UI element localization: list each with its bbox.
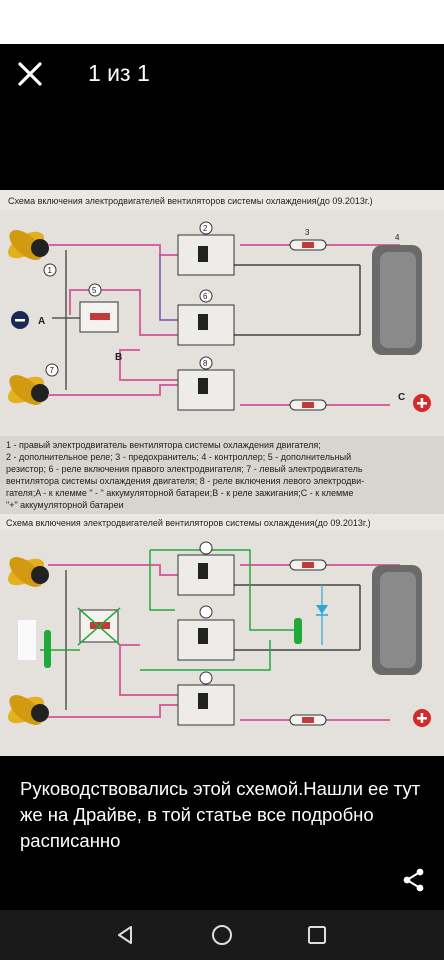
svg-text:3: 3 bbox=[305, 228, 310, 237]
svg-text:5: 5 bbox=[92, 286, 97, 295]
relay-8: 8 bbox=[177, 356, 235, 411]
svg-text:1 - правый электродвигатель ве: 1 - правый электродвигатель вентилятора … bbox=[6, 440, 321, 450]
label-c: C bbox=[398, 392, 405, 403]
system-navigation-bar bbox=[0, 910, 444, 960]
home-circle-icon[interactable] bbox=[210, 923, 234, 947]
fuse-3-top: 3 bbox=[289, 228, 327, 251]
relay-2: 2 bbox=[177, 221, 235, 276]
svg-text:резистор; 6 - реле включения п: резистор; 6 - реле включения правого эле… bbox=[6, 464, 363, 474]
svg-text:4: 4 bbox=[395, 233, 400, 242]
diagram-legend: 1 - правый электродвигатель вентилятора … bbox=[6, 440, 364, 510]
share-icon[interactable] bbox=[400, 866, 428, 894]
svg-text:гателя;A - к клемме " - " акку: гателя;A - к клемме " - " аккумуляторной… bbox=[6, 488, 353, 498]
diagram-title-top: Схема включения электродвигателей вентил… bbox=[8, 196, 373, 206]
close-icon[interactable] bbox=[14, 58, 46, 90]
svg-text:8: 8 bbox=[203, 359, 208, 368]
fuse-3-bottom bbox=[289, 399, 327, 411]
fan-7-icon-bottom bbox=[7, 695, 49, 725]
wiring-diagram-image: Схема включения электродвигателей вентил… bbox=[0, 190, 444, 756]
svg-text:1: 1 bbox=[48, 266, 53, 275]
svg-text:6: 6 bbox=[203, 292, 208, 301]
label-a: A bbox=[38, 316, 45, 327]
svg-text:"+" аккумуляторной батареи: "+" аккумуляторной батареи bbox=[6, 500, 124, 510]
fan-7-icon bbox=[7, 375, 49, 405]
relay-6: 6 bbox=[177, 289, 235, 346]
svg-text:2 - дополнительное реле; 3 - п: 2 - дополнительное реле; 3 - предохранит… bbox=[6, 452, 351, 462]
resistor-5: 5 bbox=[79, 283, 119, 333]
fan-1-icon-bottom bbox=[7, 557, 49, 587]
svg-text:2: 2 bbox=[203, 224, 208, 233]
image-counter: 1 из 1 bbox=[88, 60, 150, 86]
svg-text:вентилятора системы охлаждения: вентилятора системы охлаждения двигателя… bbox=[6, 476, 364, 486]
diagram-title-bottom: Схема включения электродвигателей вентил… bbox=[6, 518, 371, 528]
status-bar bbox=[0, 0, 444, 44]
svg-text:7: 7 bbox=[50, 366, 55, 375]
fan-1-icon bbox=[7, 230, 49, 260]
recents-square-icon[interactable] bbox=[305, 923, 329, 947]
back-triangle-icon[interactable] bbox=[114, 923, 138, 947]
controller-4: 4 bbox=[372, 233, 422, 355]
label-b: B bbox=[115, 352, 122, 363]
image-caption: Руководствовались этой схемой.Нашли ее т… bbox=[20, 778, 421, 851]
